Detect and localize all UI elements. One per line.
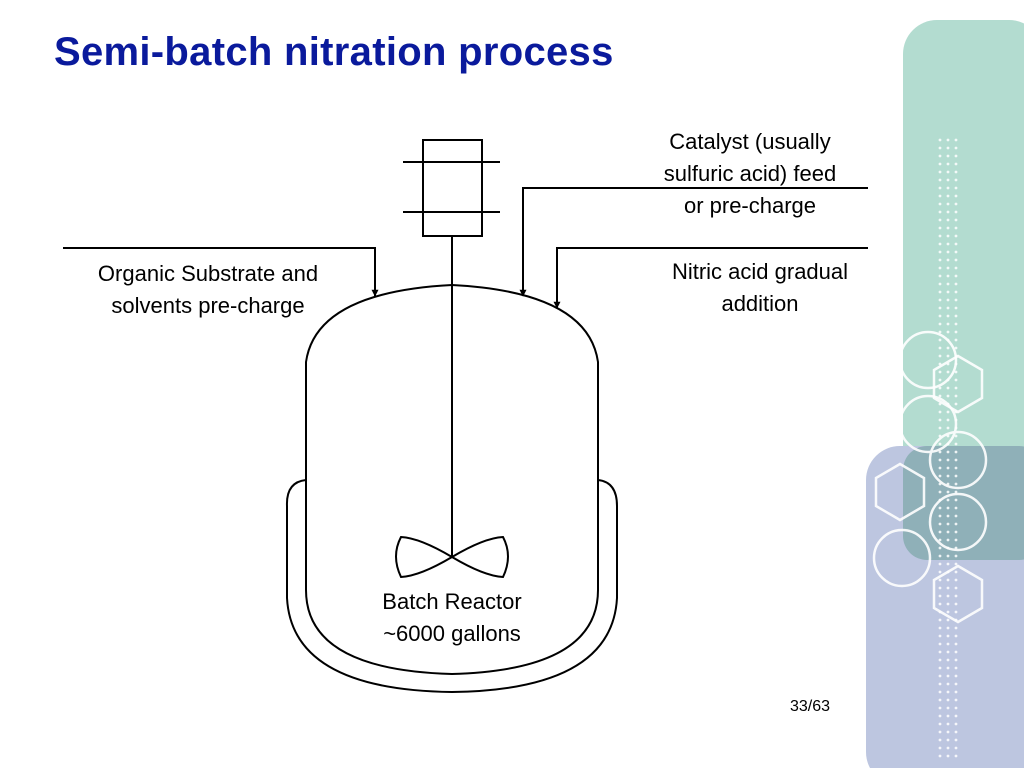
catalyst-feed-line bbox=[519, 187, 868, 297]
decorative-hexagons bbox=[874, 354, 984, 624]
catalyst-feed-label-line1: Catalyst (usually bbox=[669, 129, 831, 154]
reactor-label: Batch Reactor ~6000 gallons bbox=[342, 586, 562, 650]
decorative-circles bbox=[872, 330, 988, 588]
reactor-jacket bbox=[285, 479, 618, 694]
organic-feed-line bbox=[63, 247, 379, 297]
nitric-acid-label: Nitric acid gradual addition bbox=[640, 256, 880, 320]
impeller-blade-left bbox=[395, 535, 454, 579]
green-panel bbox=[903, 20, 1024, 560]
agitator-motor bbox=[422, 139, 483, 237]
slide-title: Semi-batch nitration process bbox=[54, 30, 614, 74]
organic-feed-label-line1: Organic Substrate and bbox=[97, 261, 319, 286]
catalyst-feed-label-line3: or pre-charge bbox=[683, 193, 817, 218]
nitric-acid-feed-line bbox=[553, 247, 868, 309]
nitric-acid-label-line1: Nitric acid gradual bbox=[671, 259, 849, 284]
catalyst-feed-label-line2: sulfuric acid) feed bbox=[663, 161, 837, 186]
reactor-label-line2: ~6000 gallons bbox=[383, 621, 521, 646]
organic-feed-label-line2: solvents pre-charge bbox=[111, 293, 305, 318]
nitric-acid-label-line2: addition bbox=[721, 291, 799, 316]
reactor-label-line1: Batch Reactor bbox=[382, 589, 522, 614]
page-number: 33/63 bbox=[790, 698, 831, 715]
catalyst-feed-label: Catalyst (usually sulfuric acid) feed or… bbox=[630, 126, 870, 222]
organic-feed-label: Organic Substrate and solvents pre-charg… bbox=[58, 258, 358, 322]
impeller-blade-right bbox=[450, 535, 509, 579]
decorative-dots bbox=[938, 138, 958, 758]
